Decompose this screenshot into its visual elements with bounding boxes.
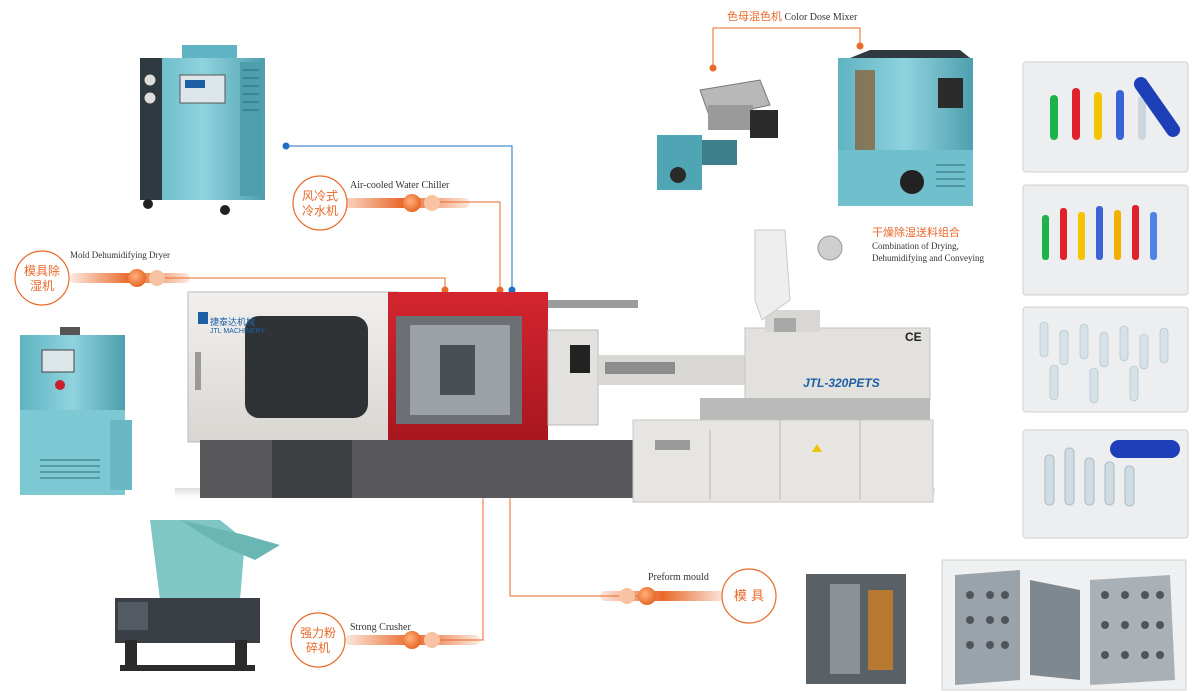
crusher-callout-bar <box>345 631 480 649</box>
mixer-label-en: Color Dose Mixer <box>784 12 858 23</box>
crusher-label-cn-2: 碎机 <box>305 641 330 655</box>
dryer-line-end-dot <box>441 286 449 294</box>
color-dose-mixer-image <box>657 79 778 190</box>
mould-callout-bar <box>600 587 725 605</box>
dryer-label-cn-1: 模具除 <box>23 264 60 278</box>
machine-brand-cn: 捷泰达机械 <box>210 318 256 328</box>
preform-thumbnails <box>1022 61 1189 539</box>
chiller-line-dot <box>282 142 290 150</box>
mould-callout-circle <box>721 568 777 624</box>
crusher-callout-circle <box>290 612 346 668</box>
combo-label-en-1: Combination of Drying, <box>872 241 959 251</box>
machine-brand-en: JTL MACHINERY <box>210 328 266 335</box>
machine-model: JTL-320PETS <box>803 376 880 390</box>
mold-dryer-image <box>20 327 132 495</box>
mixer-label: 色母混色机 Color Dose Mixer <box>727 8 857 24</box>
chiller-callout-bar <box>335 194 470 212</box>
dryer-callout-bar <box>70 269 190 287</box>
crusher-label-cn-1: 强力粉 <box>299 626 336 640</box>
chiller-label-cn-1: 风冷式 <box>301 189 338 203</box>
dryer-label-cn: 模具除 湿机 <box>18 264 66 294</box>
mould-photos <box>806 559 1187 691</box>
chiller-line-orange-dot <box>496 286 504 294</box>
crusher-label-cn: 强力粉 碎机 <box>294 626 342 656</box>
drying-combination-image <box>838 50 973 206</box>
dryer-label-cn-2: 湿机 <box>29 279 54 293</box>
mould-label-cn: 模 具 <box>733 589 765 604</box>
mould-label-en: Preform mould <box>648 572 709 583</box>
chiller-water-line <box>286 145 513 290</box>
mixer-label-cn: 色母混色机 <box>727 10 782 23</box>
chiller-label-cn: 风冷式 冷水机 <box>296 189 344 219</box>
water-chiller-image <box>140 45 265 215</box>
crusher-label-en: Strong Crusher <box>350 622 411 633</box>
ce-mark: CE <box>905 330 922 344</box>
chiller-line-end-dot <box>508 286 516 294</box>
combo-label-cn: 干燥除湿送料组合 <box>872 226 960 239</box>
strong-crusher-image <box>115 520 280 671</box>
combo-line-dot <box>856 42 864 50</box>
chiller-callout-circle <box>292 175 348 231</box>
chiller-label-cn-2: 冷水机 <box>301 204 338 218</box>
combo-label-en-2: Dehumidifying and Conveying <box>872 253 984 263</box>
dryer-callout-circle <box>14 250 70 306</box>
dryer-label-en: Mold Dehumidifying Dryer <box>70 250 170 260</box>
chiller-label-en: Air-cooled Water Chiller <box>350 180 450 191</box>
injection-machine-image <box>175 229 935 503</box>
mixer-line-dot <box>709 64 717 72</box>
